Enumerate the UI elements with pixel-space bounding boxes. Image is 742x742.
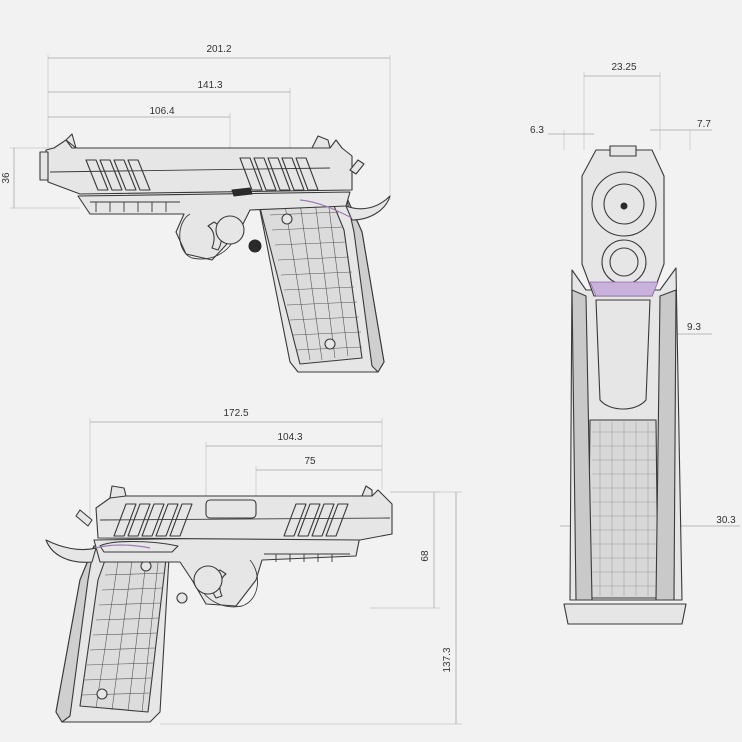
checkering [592,422,656,596]
grip-safety [345,195,391,221]
mainspring-housing [587,419,659,599]
dim-length-short: 106.4 [149,106,174,117]
front-sight [361,485,373,497]
dim-depth-mid: 9.3 [687,322,701,333]
grip-texture [81,543,167,713]
pistol-side-view-right: 201.2 141.3 106.4 36 [1,44,391,373]
pistol-side-view-left: 172.5 104.3 75 68 137.3 [45,408,462,725]
accent-line [95,544,151,549]
muzzle [39,151,49,181]
rear-sight [311,135,331,149]
front-sight [65,133,77,149]
dim-length-long: 172.5 [223,408,248,419]
accent-bevel [589,281,659,297]
dimension-lines-bottom-left [89,418,462,725]
grip-safety [45,539,97,563]
trigger-guard [195,559,258,608]
magwell-base [563,603,687,625]
trigger-housing [193,565,223,595]
rear-serrations [239,157,319,191]
frame [93,535,361,607]
accessory-rail [90,201,180,212]
ejection-port [205,499,257,519]
dim-width-top: 23.25 [611,62,636,73]
slide-stop [231,187,253,197]
thumb-safety [99,541,179,553]
backstrap [345,195,385,373]
rear-sight [109,485,127,499]
firing-pin [620,202,628,210]
dim-slide-height: 68 [420,550,431,562]
slide-line [99,517,391,521]
dim-grip-width: 30.3 [716,515,736,526]
grip-screw-bottom [96,688,108,700]
grip-screw-top [281,213,293,225]
front-serrations [85,159,151,191]
dim-offset-right: 7.7 [697,119,711,130]
trigger-guard [179,213,237,260]
rear-sight [609,145,637,157]
slide-stop-pin [176,592,188,604]
dim-length-mid: 141.3 [197,80,222,91]
accent-line [299,199,353,219]
slide-line [49,167,331,173]
dim-overall-length: 201.2 [206,44,231,55]
dim-length-short: 75 [304,456,316,467]
dim-overall-height: 137.3 [442,647,453,672]
front-serrations [283,503,349,537]
grip-panel-edges [571,289,677,601]
hammer [349,159,365,175]
dim-length-mid: 104.3 [277,432,302,443]
grip-screw-bottom [324,338,336,350]
hammer [75,509,93,527]
dim-offset-left: 6.3 [530,125,544,136]
hammer-pin [609,247,639,277]
pistol-rear-view: 23.25 6.3 7.7 9.3 30.3 [530,62,740,625]
dim-slide-height: 36 [1,172,12,184]
grip-safety-tang [595,299,651,410]
magazine-release [248,239,262,253]
accessory-rail [264,553,350,562]
trigger-housing [215,215,245,245]
backstrap [55,545,95,723]
